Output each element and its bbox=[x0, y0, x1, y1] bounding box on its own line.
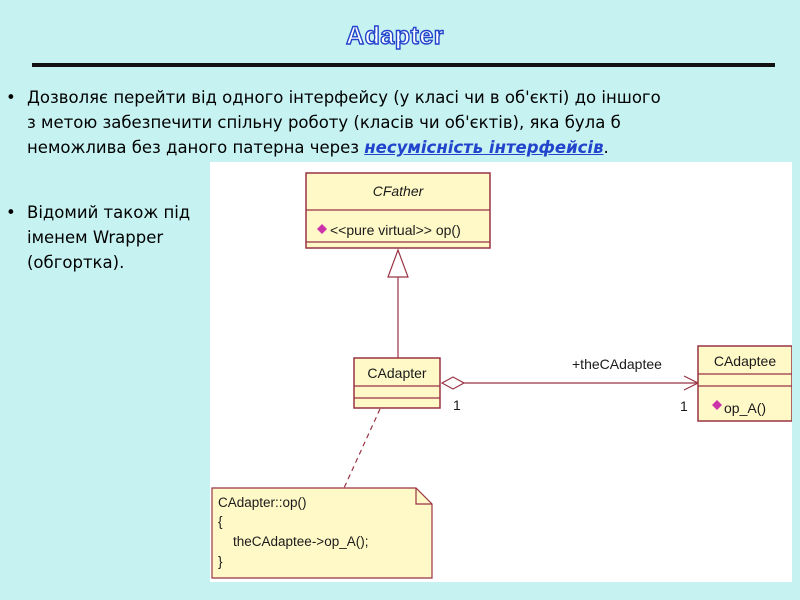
note-fold-icon bbox=[415, 488, 432, 505]
class-cadaptee-operation: op_A() bbox=[724, 400, 766, 416]
bullet-1-line-2: з метою забезпечити спільну роботу (клас… bbox=[27, 113, 621, 132]
bullet-1: • Дозволяє перейти від одного інтерфейсу… bbox=[6, 85, 781, 160]
class-cadapter-name: CAdapter bbox=[367, 365, 426, 381]
bullet-1-line-3-suffix: . bbox=[603, 138, 609, 157]
class-cadaptee-name: CAdaptee bbox=[714, 353, 776, 369]
association-multiplicity-source: 1 bbox=[453, 397, 461, 413]
uml-diagram: CFather <<pure virtual>> op() CAdapter +… bbox=[210, 162, 792, 582]
generalization-triangle-icon bbox=[387, 248, 409, 278]
bullet-dot: • bbox=[6, 88, 16, 107]
highlight-incompatibility: несумісність інтерфейсів bbox=[364, 138, 604, 157]
bullet-2-line-2: іменем Wrapper bbox=[27, 228, 164, 247]
operation-marker-icon bbox=[317, 224, 327, 234]
note-box bbox=[211, 487, 433, 579]
bullet-dot: • bbox=[6, 203, 16, 222]
association-arrow: +theCAdaptee 1 1 bbox=[440, 356, 700, 414]
note-code: CAdapter::op() { theCAdaptee->op_A(); } bbox=[211, 487, 433, 579]
class-cadaptee: CAdaptee op_A() bbox=[697, 345, 792, 422]
class-cfather-operation: <<pure virtual>> op() bbox=[330, 222, 461, 238]
association-multiplicity-target: 1 bbox=[680, 398, 688, 414]
bullet-2-line-1: Відомий також під bbox=[27, 203, 191, 222]
bullet-1-line-1: Дозволяє перейти від одного інтерфейсу (… bbox=[27, 88, 661, 107]
class-cfather: CFather <<pure virtual>> op() bbox=[305, 172, 491, 249]
class-cadapter: CAdapter bbox=[353, 357, 441, 409]
class-cfather-name: CFather bbox=[373, 183, 425, 199]
bullet-1-line-3: неможлива без даного патерна через несум… bbox=[27, 135, 781, 160]
operation-marker-icon bbox=[712, 400, 722, 410]
aggregation-diamond-icon bbox=[440, 376, 466, 390]
note-anchor-line bbox=[343, 408, 381, 489]
slide-title: Adapter bbox=[345, 21, 444, 50]
note-line-3: theCAdaptee->op_A(); bbox=[218, 534, 368, 549]
note-line-1: CAdapter::op() bbox=[218, 495, 307, 510]
note-line-2: { bbox=[218, 514, 223, 529]
bullet-2-line-3: (обгортка). bbox=[27, 253, 125, 272]
association-role: +theCAdaptee bbox=[572, 356, 662, 372]
bullet-1-line-3-prefix: неможлива без даного патерна через bbox=[27, 138, 365, 157]
class-cadaptee-box bbox=[697, 345, 792, 422]
class-cadapter-box bbox=[353, 357, 441, 409]
uml-diagram-canvas: CFather <<pure virtual>> op() CAdapter +… bbox=[211, 172, 792, 579]
note-line-4: } bbox=[218, 554, 223, 569]
generalization-arrow bbox=[387, 248, 409, 358]
title-divider bbox=[32, 63, 775, 67]
bullet-2: • Відомий також під іменем Wrapper (обго… bbox=[6, 200, 216, 275]
